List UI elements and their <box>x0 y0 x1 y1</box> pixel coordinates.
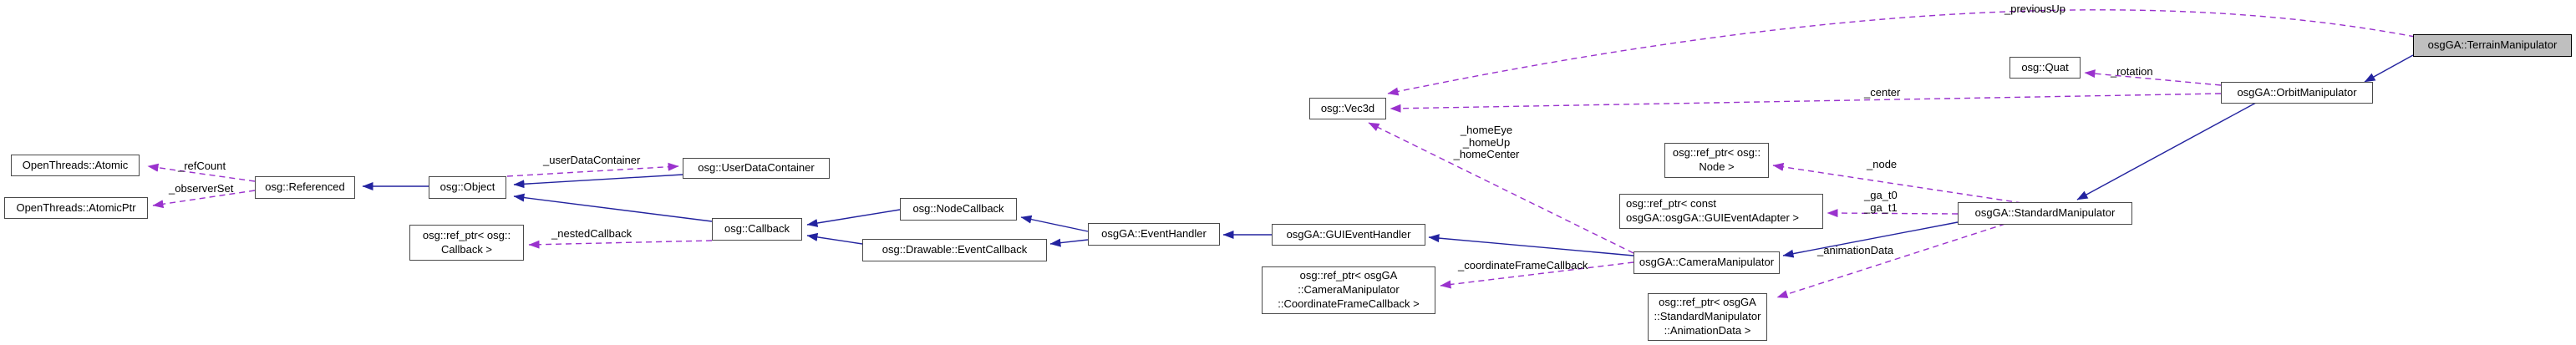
node-osgga-eventhandler[interactable]: osgGA::EventHandler <box>1088 223 1220 246</box>
edge-standardmanipulator-cameramanipulator <box>1782 221 1959 258</box>
edge-label-rotation: _rotation <box>2111 65 2153 78</box>
edge-coordinateframecallback <box>1440 261 1634 289</box>
node-ref-ptr-coordinateframecallback[interactable]: osg::ref_ptr< osgGA ::CameraManipulator … <box>1262 266 1435 314</box>
edge-observerset <box>152 190 256 209</box>
edge-label-center: _center <box>1864 86 1901 99</box>
node-osgga-cameramanipulator[interactable]: osgGA::CameraManipulator <box>1633 251 1780 274</box>
node-osg-vec3d[interactable]: osg::Vec3d <box>1309 98 1386 119</box>
edge-label-userdatacontainer: _userDataContainer <box>543 154 641 166</box>
edge-label-coordinateframecallback: _coordinateFrameCallback <box>1458 259 1588 271</box>
node-osg-drawable-eventcallback[interactable]: osg::Drawable::EventCallback <box>862 239 1047 261</box>
node-osg-nodecallback[interactable]: osg::NodeCallback <box>900 198 1017 221</box>
edge-nestedcallback <box>528 240 713 249</box>
node-ref-ptr-callback[interactable]: osg::ref_ptr< osg:: Callback > <box>409 225 524 261</box>
node-ref-ptr-node[interactable]: osg::ref_ptr< osg:: Node > <box>1664 143 1769 178</box>
edge-drawableeventcallback-callback <box>806 232 863 245</box>
node-osg-callback[interactable]: osg::Callback <box>712 218 802 241</box>
edge-label-animationdata: _animationData <box>1817 244 1894 256</box>
edge-label-ga: _ga_t0 _ga_t1 <box>1864 189 1898 214</box>
edge-ga <box>1827 209 1959 218</box>
edge-orbitmanipulator-standardmanipulator <box>2076 102 2257 200</box>
node-ref-ptr-guieventadapter[interactable]: osg::ref_ptr< const osgGA::osgGA::GUIEve… <box>1619 194 1823 229</box>
edge-label-refcount: _refCount <box>178 160 226 172</box>
edge-rotation <box>2084 69 2222 86</box>
edge-callback-object <box>513 193 713 222</box>
node-osg-referenced[interactable]: osg::Referenced <box>255 176 355 199</box>
edge-label-observerset: _observerSet <box>169 182 234 195</box>
edge-center <box>1390 93 2222 113</box>
edge-eventhandler-nodecallback <box>1020 215 1089 232</box>
edge-previousup <box>1387 9 2416 96</box>
node-openthreads-atomic[interactable]: OpenThreads::Atomic <box>11 155 140 176</box>
edge-label-node: _node <box>1867 158 1898 170</box>
node-osg-userdatacontainer[interactable]: osg::UserDataContainer <box>683 158 830 179</box>
edge-label-nestedcallback: _nestedCallback <box>551 227 633 240</box>
edge-label-home: _homeEye _homeUp _homeCenter <box>1453 124 1520 161</box>
edge-eventhandler-drawableeventcallback <box>1049 238 1089 247</box>
node-osgga-orbitmanipulator[interactable]: osgGA::OrbitManipulator <box>2221 82 2373 104</box>
edge-node <box>1772 162 2023 204</box>
edge-home-vec3d <box>1368 122 1634 254</box>
edge-userdatacontainer-object <box>513 174 683 189</box>
node-osg-quat[interactable]: osg::Quat <box>2009 57 2081 79</box>
edge-refcount <box>147 163 256 182</box>
edge-userdatacontainer-ref <box>506 162 679 177</box>
edge-nodecallback-callback <box>806 209 901 227</box>
node-osg-object[interactable]: osg::Object <box>429 176 506 199</box>
edge-terrainmanipulator-orbitmanipulator <box>2364 54 2414 83</box>
node-osgga-terrainmanipulator: osgGA::TerrainManipulator <box>2413 34 2572 57</box>
edge-label-previousup: _previousUp <box>2004 3 2065 15</box>
node-ref-ptr-animationdata[interactable]: osg::ref_ptr< osgGA ::StandardManipulato… <box>1648 293 1767 341</box>
edge-cameramanipulator-guieventhandler <box>1428 234 1634 256</box>
node-openthreads-atomicptr[interactable]: OpenThreads::AtomicPtr <box>4 197 148 219</box>
node-osgga-standardmanipulator[interactable]: osgGA::StandardManipulator <box>1958 202 2132 225</box>
node-osgga-guieventhandler[interactable]: osgGA::GUIEventHandler <box>1272 224 1425 246</box>
